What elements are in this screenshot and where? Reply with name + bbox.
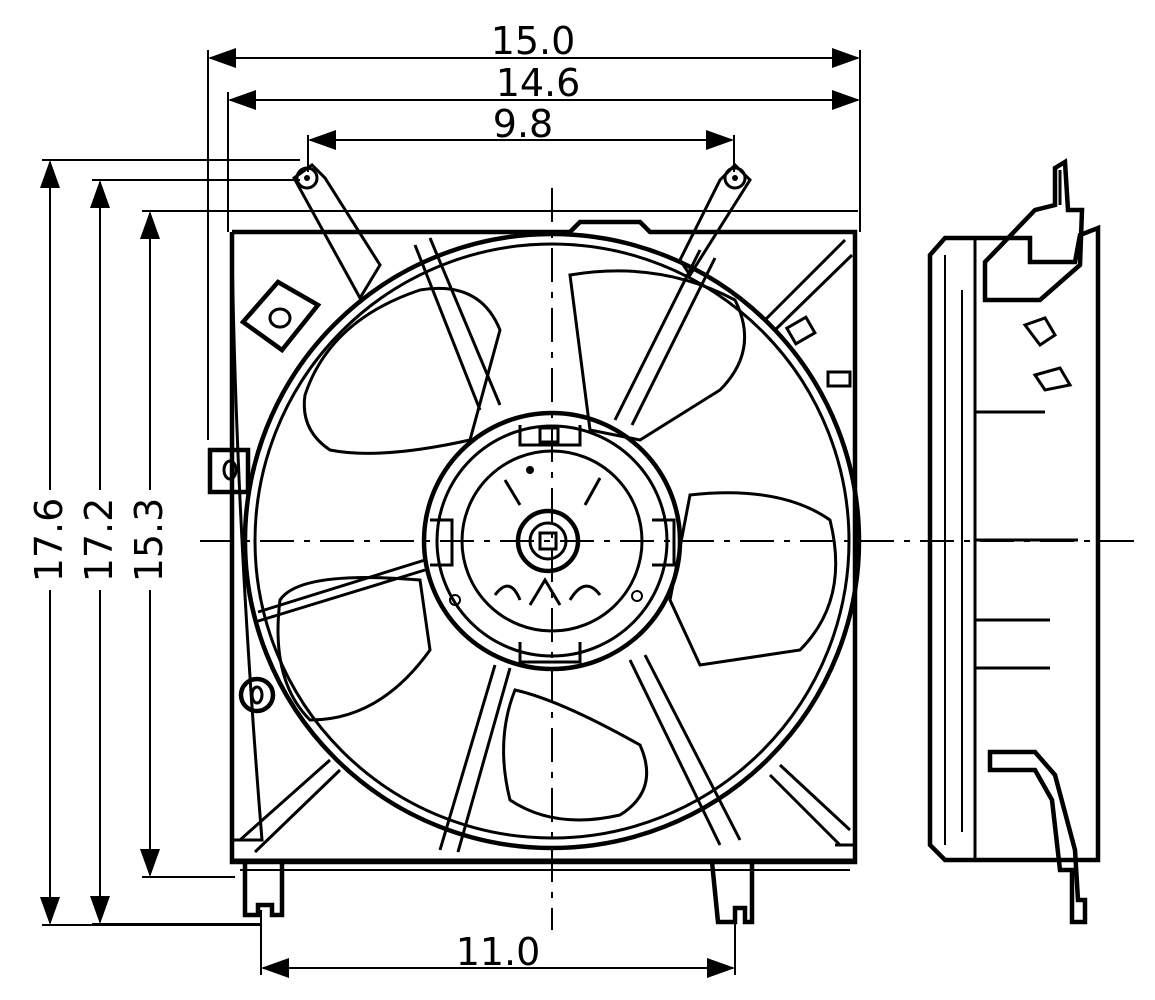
dimension-15-3: 15.3: [127, 210, 858, 878]
motor-spokes: [239, 237, 854, 854]
fan-blades: [276, 269, 838, 822]
overall-width-label: 15.0: [491, 19, 576, 63]
overall-height-label: 17.6: [27, 498, 71, 583]
dimension-17-2: 17.2: [77, 179, 300, 925]
bottom-tab-spacing-label: 11.0: [456, 930, 541, 974]
dimension-14-6: 14.6: [227, 61, 860, 232]
shroud-width-label: 14.6: [496, 61, 581, 105]
mount-tab-spacing-label: 9.8: [493, 102, 553, 146]
dimension-17-6: 17.6: [27, 159, 300, 926]
height-to-tab-label: 17.2: [77, 498, 121, 583]
dimension-15-0: 15.0: [207, 19, 861, 440]
shroud-front-view: [207, 162, 858, 925]
dimension-11-0: 11.0: [260, 910, 736, 978]
shroud-height-label: 15.3: [127, 498, 171, 583]
dimension-9-8: 9.8: [307, 102, 735, 172]
side-view: [927, 158, 1101, 925]
